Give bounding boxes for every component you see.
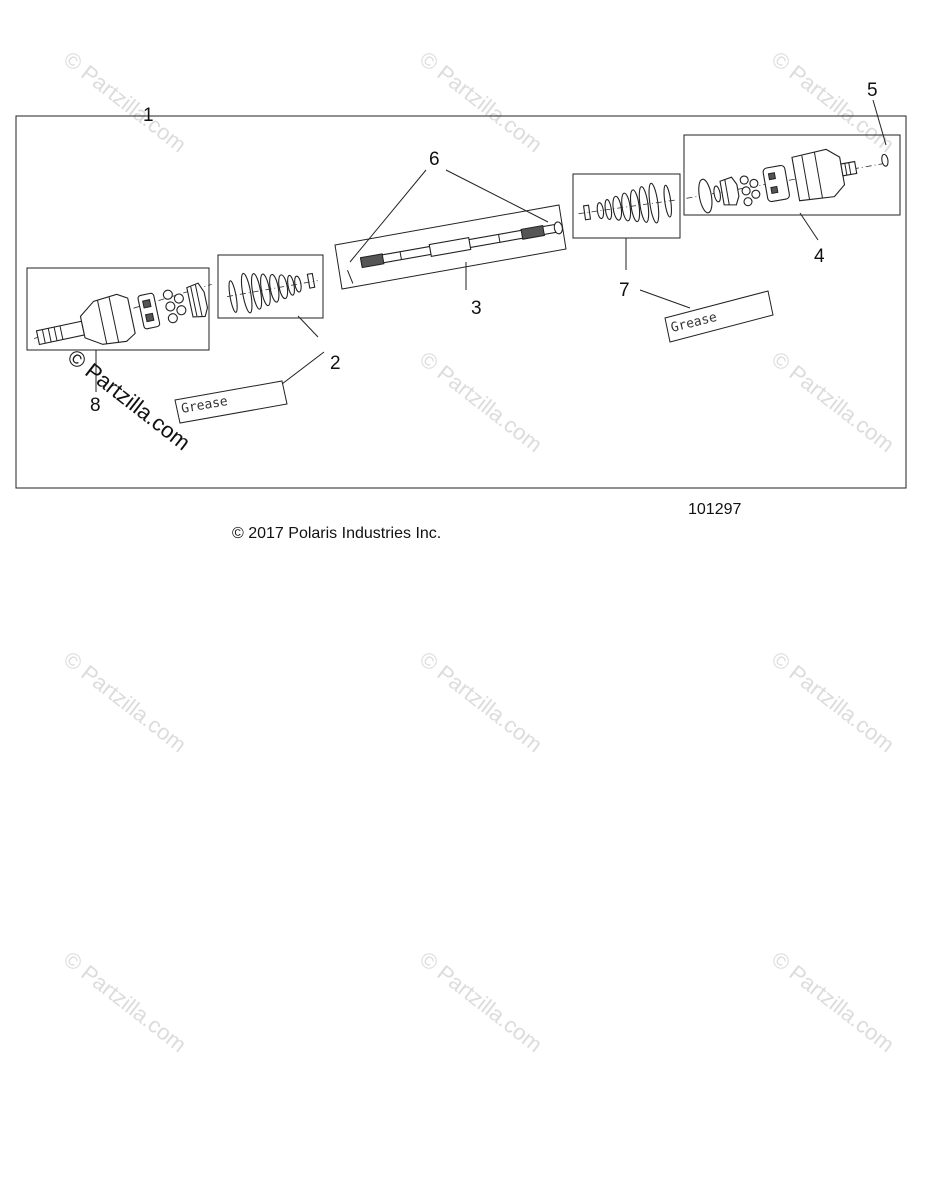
watermark: © Partzilla.com (415, 346, 547, 457)
cv-joint-inner-box (26, 267, 210, 351)
axle-shaft-group[interactable] (334, 204, 567, 290)
callout-5[interactable]: 5 (867, 80, 878, 101)
callout-6[interactable]: 6 (429, 149, 440, 170)
boot-kit-inner-box (217, 254, 324, 319)
callout-1[interactable]: 1 (143, 105, 154, 126)
axle-shaft-box (334, 204, 567, 290)
boot-kit-inner-drawing (226, 272, 318, 314)
cv-joint-inner-group[interactable] (26, 267, 220, 360)
axle-shaft-drawing (347, 221, 563, 284)
boot-kit-outer-group[interactable] (572, 173, 681, 239)
cv-joint-inner-drawing (33, 282, 212, 346)
grease-packet-right-outline (664, 290, 774, 343)
callout-4[interactable]: 4 (814, 246, 825, 267)
boot-kit-inner-group[interactable] (217, 254, 324, 319)
watermark: © Partzilla.com (415, 946, 547, 1057)
watermark: © Partzilla.com (415, 646, 547, 757)
cv-joint-outer-box (683, 134, 901, 216)
assembly-frame (15, 115, 907, 489)
figure-number: 101297 (688, 501, 741, 518)
cv-joint-outer-drawing (686, 148, 890, 214)
callout-3[interactable]: 3 (471, 298, 482, 319)
watermark: © Partzilla.com (59, 946, 191, 1057)
watermark: © Partzilla.com (767, 646, 899, 757)
watermark: © Partzilla.com (767, 346, 899, 457)
grease-packet-left-outline (174, 380, 288, 424)
watermark: © Partzilla.com (59, 646, 191, 757)
cv-joint-outer-group[interactable] (682, 134, 901, 222)
copyright-notice: © 2017 Polaris Industries Inc. (232, 525, 441, 542)
boot-kit-outer-drawing (578, 182, 676, 224)
grease-packet-right[interactable]: Grease (664, 290, 774, 343)
watermark: © Partzilla.com (415, 46, 547, 157)
watermark: © Partzilla.com (59, 46, 191, 157)
watermark: © Partzilla.com (767, 946, 899, 1057)
callout-2[interactable]: 2 (330, 353, 341, 374)
callout-7[interactable]: 7 (619, 280, 630, 301)
grease-packet-right-label: Grease (669, 310, 718, 336)
watermark: © Partzilla.com (767, 46, 899, 157)
callout-8[interactable]: 8 (90, 395, 101, 416)
leader-lines (95, 99, 887, 392)
grease-packet-left[interactable]: Grease (174, 380, 288, 424)
